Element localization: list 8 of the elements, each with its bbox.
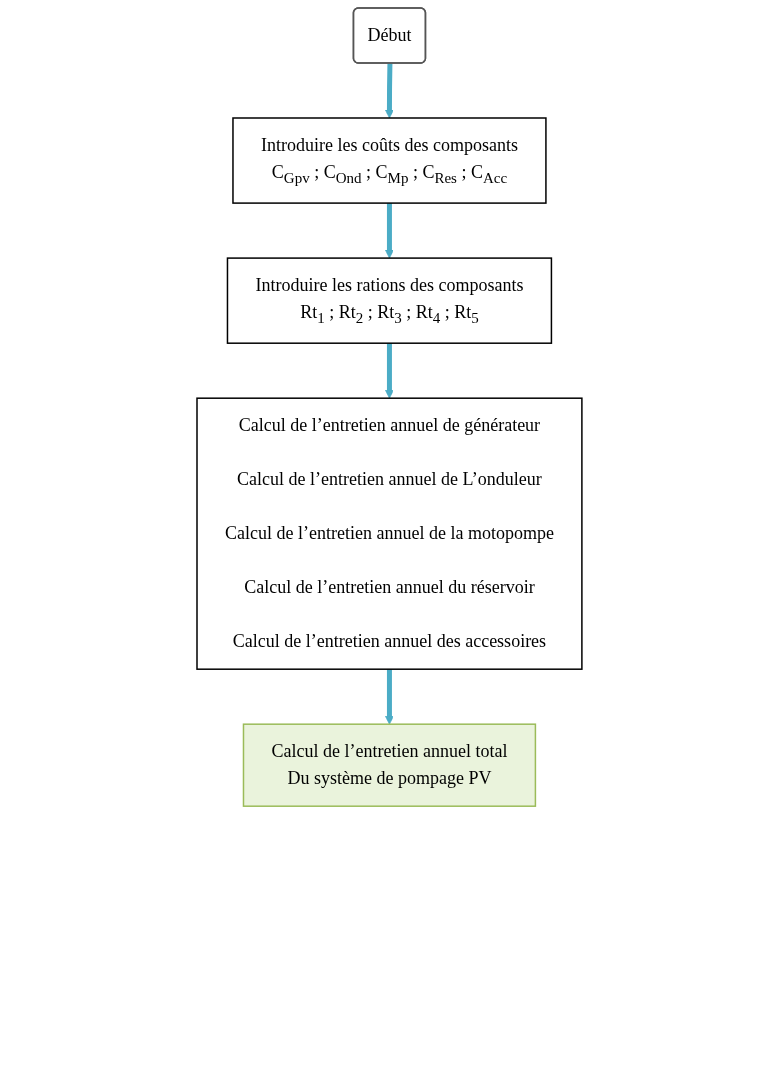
- node-box: Introduire les rations des composants Rt$_{1}$ ; Rt$_{2}$ ; Rt$_{3}$ ; Rt$_{4}$ ; Rt$_{5}$: [226, 257, 553, 344]
- node-box: Calcul de l’entretien annuel total Du système de pompage PV: [242, 723, 537, 807]
- node-box: Introduire les coûts des composants C$_{Gpv}$ ; C$_{Ond}$ ; C$_{Mp}$ ; C$_{Res}$ ; C$_{Acc}$: [232, 117, 547, 204]
- node-box: Calcul de l’entretien annuel de générateur Calcul de l’entretien annuel de L’onduleur Calcul de l’entretien annuel de la motopompe Calcul de l’entretien annuel du réservoir Calcul de l’entretien annuel des accessoires: [196, 397, 583, 670]
- arrow: [385, 343, 394, 399]
- arrow: [385, 63, 394, 119]
- arrow: [385, 669, 394, 725]
- arrow: [385, 203, 394, 259]
